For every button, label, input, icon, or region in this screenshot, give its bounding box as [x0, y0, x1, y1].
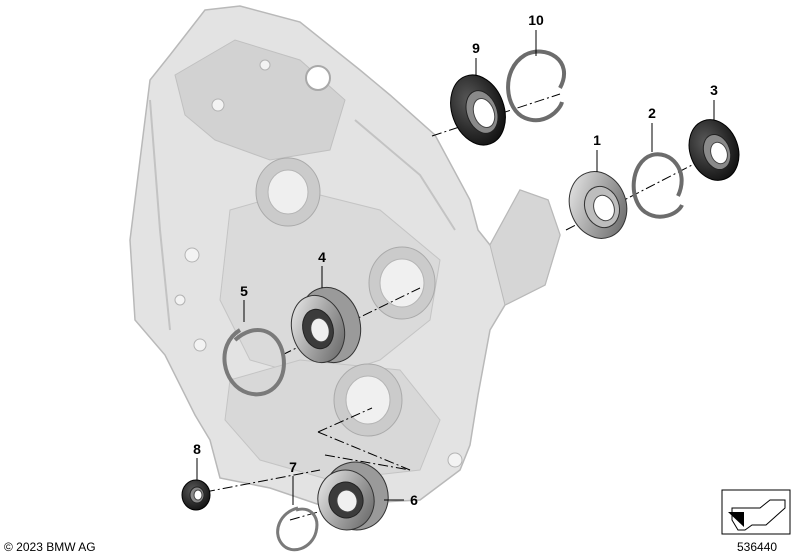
- housing-edge-detail: [354, 119, 456, 231]
- part-6-ball-bearing: [317, 461, 389, 531]
- housing-bolt-hole: [184, 247, 200, 263]
- part-label-4: 4: [318, 249, 326, 265]
- part-3-shaft-seal: [688, 119, 740, 181]
- housing-bore-upper-inner: [267, 169, 309, 215]
- part-2-snap-ring: [631, 152, 684, 219]
- leader-lines: [196, 30, 715, 505]
- axis-line-lower: [317, 407, 373, 433]
- axis-line-lower: [317, 431, 411, 471]
- housing-inner-rib: [174, 39, 346, 161]
- housing-center-web: [219, 189, 441, 381]
- housing-bolt-hole: [174, 294, 186, 306]
- diagram-id: 536440: [737, 540, 778, 554]
- housing-bolt-hole: [259, 59, 271, 71]
- part-5-snap-ring: [222, 328, 286, 397]
- part-label-6: 6: [410, 492, 418, 508]
- housing-bolt-hole: [447, 452, 463, 468]
- part-label-10: 10: [528, 12, 544, 28]
- housing-bolt-hole: [211, 98, 225, 112]
- part-label-2: 2: [648, 105, 656, 121]
- part-label-3: 3: [710, 82, 718, 98]
- part-9-shaft-seal: [450, 74, 506, 146]
- axis-line-lower: [324, 454, 411, 471]
- part-10-snap-ring: [506, 49, 567, 122]
- part-labels: 9 10 1 2 3 4 5 6 7 8: [193, 12, 718, 508]
- copyright-text: © 2023 BMW AG: [4, 540, 96, 554]
- housing-bore-lower-inner: [345, 375, 391, 425]
- part-label-5: 5: [240, 283, 248, 299]
- housing-bore-top: [305, 65, 331, 91]
- housing-bore-middle-inner: [379, 258, 425, 308]
- housing-illustration: [129, 5, 561, 506]
- part-4-roller-bearing: [290, 286, 362, 364]
- part-label-7: 7: [289, 459, 297, 475]
- part-label-1: 1: [593, 132, 601, 148]
- part-label-9: 9: [472, 40, 480, 56]
- housing-bolt-hole: [193, 338, 207, 352]
- part-1-ball-bearing: [568, 171, 628, 239]
- housing-edge-detail: [149, 99, 171, 331]
- part-8-shaft-seal: [181, 479, 211, 511]
- part-label-8: 8: [193, 441, 201, 457]
- axis-line-bottom: [204, 469, 321, 493]
- navigation-arrow-icon: [721, 489, 791, 535]
- part-7-snap-ring: [276, 506, 319, 552]
- housing-output-flange: [489, 189, 561, 306]
